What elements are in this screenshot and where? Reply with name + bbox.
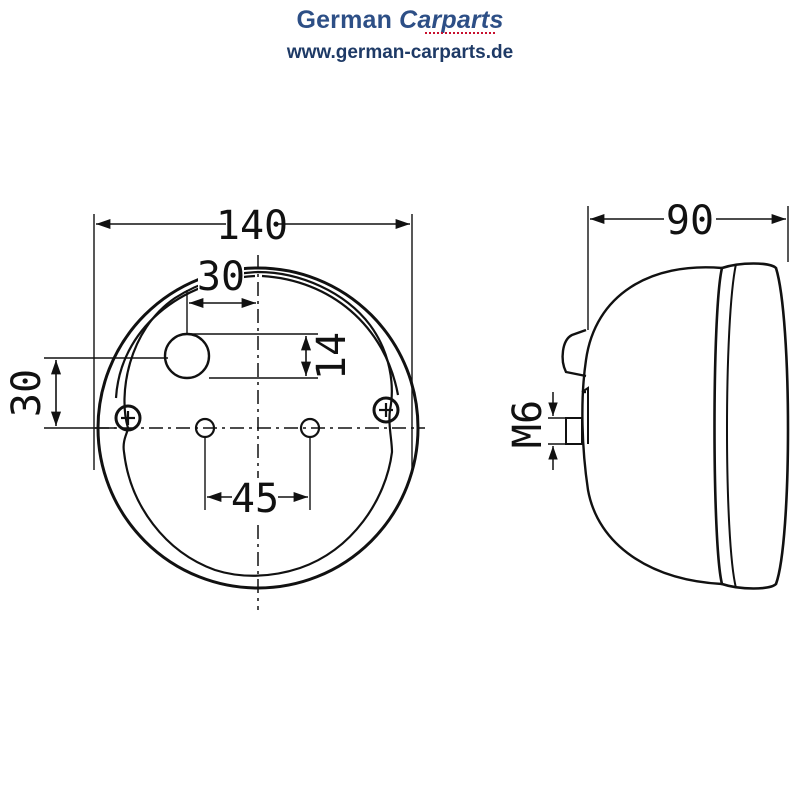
cable-hole — [163, 332, 211, 380]
cable-grommet — [561, 328, 587, 378]
label-14: 14 — [309, 332, 355, 380]
label-90: 90 — [666, 198, 714, 244]
lens-ring-outer — [713, 262, 790, 590]
screw-right-icon — [372, 396, 400, 424]
brand-name-part1: German — [296, 6, 393, 34]
label-30-top: 30 — [197, 254, 245, 300]
label-30-left: 30 — [4, 369, 50, 417]
lamp-upper-arc-right — [261, 274, 400, 396]
brand-url: www.german-carparts.de — [286, 42, 514, 63]
brand-name-part2: Carparts — [399, 6, 504, 34]
label-m6: M6 — [505, 400, 551, 448]
lens-ring-inner — [726, 263, 737, 589]
label-140: 140 — [216, 203, 288, 249]
label-45: 45 — [231, 476, 279, 522]
side-view — [548, 206, 790, 590]
screw-left-icon — [114, 404, 142, 432]
brand-underline-dots — [425, 32, 495, 36]
side-housing — [581, 266, 723, 586]
mounting-stud — [565, 417, 583, 445]
